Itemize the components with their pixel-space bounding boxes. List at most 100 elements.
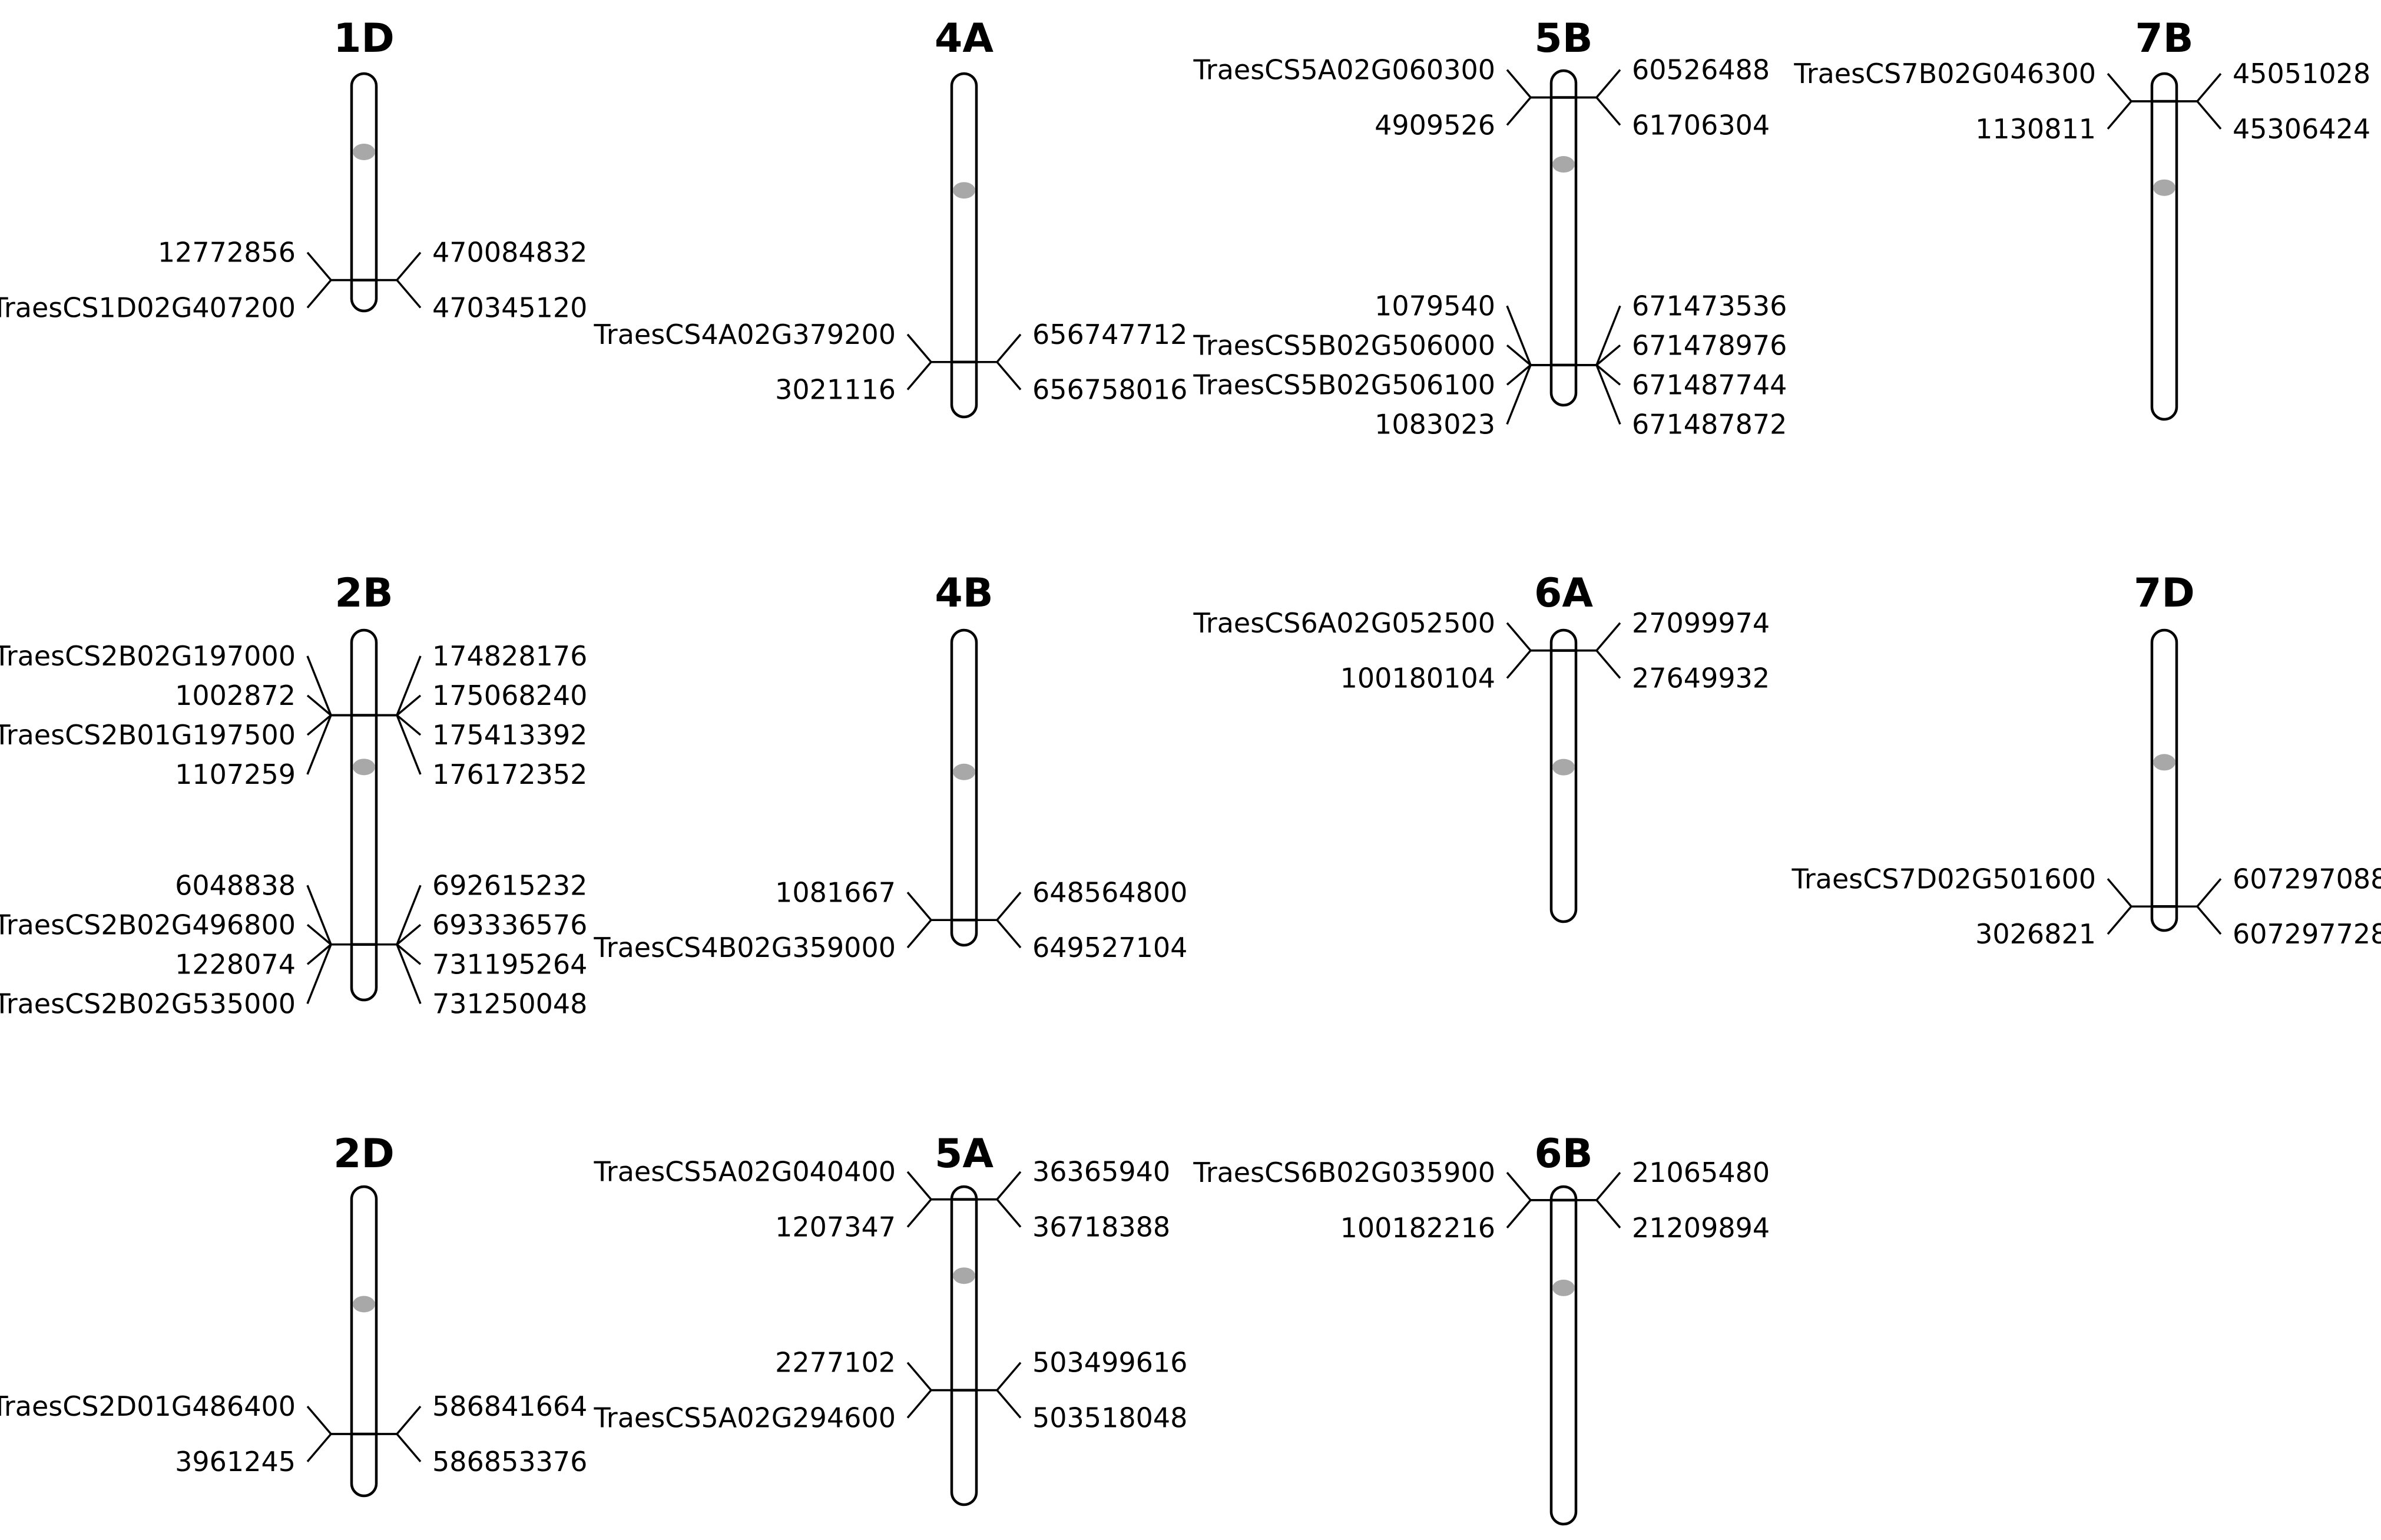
chromosome-title: 2B (335, 570, 393, 617)
leader-line (906, 360, 952, 390)
left-label: TraesCS5A02G294600 (593, 1402, 896, 1434)
leader-line (1506, 69, 1551, 99)
centromere-marker (2153, 754, 2175, 771)
leader-line (306, 1433, 352, 1463)
chromosome-body (350, 1185, 378, 1498)
leader-line (376, 1433, 422, 1463)
left-label: 12772856 (158, 237, 296, 269)
leader-line (1506, 305, 1551, 366)
chromosome-body (1549, 69, 1578, 407)
chromosome-4b: 4B1081667TraesCS4B02G3590006485648006495… (593, 570, 1187, 963)
centromere-marker (1552, 1279, 1575, 1296)
right-label: 503518048 (1032, 1402, 1187, 1434)
leader-line (1576, 305, 1621, 366)
leader-line (2177, 878, 2222, 908)
chromosome-body (350, 72, 378, 313)
left-label: TraesCS7D02G501600 (1791, 863, 2097, 895)
left-label: 3026821 (1975, 918, 2096, 950)
leader-line (1576, 1199, 1621, 1228)
chromosome-body (950, 1185, 978, 1506)
left-label: 1107259 (175, 759, 296, 790)
gene-group: TraesCS5A02G0404001207347363659403671838… (593, 1156, 1170, 1243)
right-label: 60526488 (1632, 54, 1770, 86)
leader-line (1576, 649, 1621, 679)
chromosome-5a: 5ATraesCS5A02G04040012073473636594036718… (593, 1131, 1187, 1506)
right-label: 503499616 (1032, 1347, 1187, 1379)
leader-line (376, 279, 422, 309)
right-label: 656758016 (1032, 374, 1187, 406)
leader-line (376, 714, 422, 775)
gene-group: TraesCS2B02G1970001002872TraesCS2B01G197… (0, 640, 587, 790)
gene-group: TraesCS4A02G3792003021116656747712656758… (593, 319, 1187, 406)
chromosome-body (2150, 72, 2178, 421)
centromere-marker (953, 763, 975, 780)
chromosome-title: 6A (1534, 570, 1593, 617)
leader-line (376, 1405, 422, 1435)
leader-line (906, 1389, 952, 1419)
chromosome-title: 5A (935, 1131, 994, 1177)
leader-line (306, 943, 352, 1004)
leader-line (1576, 622, 1621, 652)
leader-line (2107, 878, 2152, 908)
leader-line (906, 892, 952, 921)
leader-line (2177, 72, 2222, 102)
leader-line (2107, 72, 2152, 102)
left-label: TraesCS5A02G040400 (593, 1156, 896, 1188)
leader-line (306, 885, 352, 946)
right-label: 671478976 (1632, 329, 1787, 361)
chromosome-title: 5B (1534, 15, 1592, 62)
right-label: 61706304 (1632, 109, 1770, 141)
leader-line (976, 1198, 1022, 1228)
gene-group: 2277102TraesCS5A02G294600503499616503518… (593, 1347, 1187, 1434)
leader-line (976, 1389, 1022, 1419)
chromosome-7b: 7BTraesCS7B02G04630011308114505102845306… (1793, 15, 2370, 421)
centromere-marker (1552, 156, 1575, 173)
chromosome-body (2150, 628, 2178, 932)
leader-line (1576, 96, 1621, 126)
centromere-marker (953, 182, 975, 199)
right-label: 671487744 (1632, 369, 1787, 400)
centromere-marker (353, 759, 375, 776)
left-label: 4909526 (1375, 109, 1495, 141)
leader-line (906, 919, 952, 949)
chromosome-body (950, 72, 978, 419)
chromosome-title: 1D (333, 15, 395, 62)
leader-line (1506, 649, 1551, 679)
left-label: 1207347 (775, 1211, 896, 1243)
leader-line (376, 251, 422, 281)
leader-line (976, 919, 1022, 949)
leader-line (306, 714, 352, 775)
left-label: 1228074 (175, 948, 296, 980)
chromosome-title: 4B (935, 570, 993, 617)
chromosome-6b: 6BTraesCS6B02G03590010018221621065480212… (1193, 1131, 1770, 1526)
left-label: 100180104 (1340, 663, 1495, 694)
right-label: 174828176 (432, 640, 587, 672)
chromosome-body (950, 628, 978, 947)
gene-group: TraesCS5A02G0603004909526605264886170630… (1193, 54, 1770, 141)
chromosome-2b: 2B TraesCS2B02G1970001002872TraesCS2B01G1… (0, 570, 587, 1019)
left-label: 3961245 (175, 1446, 296, 1478)
right-label: 176172352 (432, 759, 587, 790)
left-label: TraesCS2B02G197000 (0, 640, 296, 672)
left-label: TraesCS6B02G035900 (1193, 1157, 1495, 1188)
leader-line (376, 943, 422, 1004)
right-label: 36365940 (1032, 1156, 1170, 1188)
gene-group: TraesCS7D02G5016003026821607297088607297… (1791, 863, 2381, 950)
leader-line (976, 892, 1022, 921)
right-label: 586853376 (432, 1446, 587, 1478)
leader-line (906, 1198, 952, 1228)
left-label: TraesCS5B02G506000 (1193, 329, 1495, 361)
gene-group: 12772856TraesCS1D02G40720047008483247034… (0, 237, 587, 324)
leader-line (1576, 364, 1621, 425)
leader-line (376, 885, 422, 946)
right-label: 731195264 (432, 948, 587, 980)
chromosome-title: 2D (333, 1131, 395, 1177)
left-label: TraesCS2B01G197500 (0, 719, 296, 751)
right-label: 470084832 (432, 237, 587, 269)
gene-group: 1079540TraesCS5B02G506000TraesCS5B02G506… (1193, 290, 1787, 440)
left-label: 1079540 (1375, 290, 1495, 322)
leader-line (306, 251, 352, 281)
left-label: 1130811 (1975, 113, 2096, 145)
leader-line (1506, 622, 1551, 652)
leader-line (906, 1362, 952, 1392)
